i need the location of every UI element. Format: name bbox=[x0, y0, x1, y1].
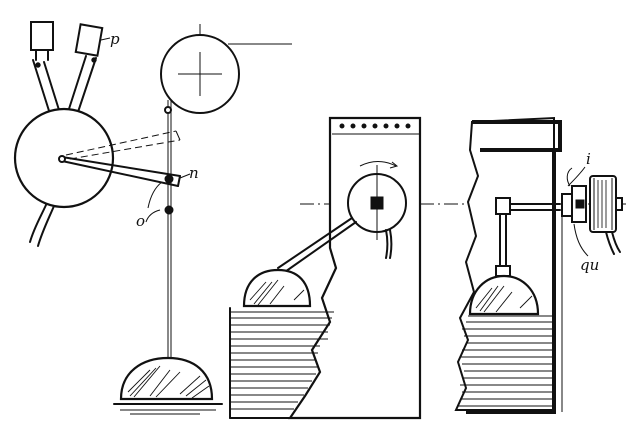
dial-cable bbox=[29, 204, 47, 243]
float-hemisphere bbox=[119, 356, 214, 401]
float-rod-figure: n o bbox=[113, 24, 292, 415]
collar-lower bbox=[164, 205, 174, 215]
label-n: n bbox=[189, 164, 199, 182]
label-p: p bbox=[110, 30, 120, 48]
gauge-qu bbox=[589, 175, 623, 255]
water-left bbox=[230, 311, 334, 410]
tank-cutaway-right: i qu bbox=[454, 116, 623, 414]
pointer-arm bbox=[58, 130, 181, 187]
tank-cutaway-left bbox=[229, 116, 422, 420]
contact-post-right bbox=[67, 23, 104, 113]
label-o: o bbox=[136, 212, 145, 230]
label-i: i bbox=[586, 150, 591, 168]
contact-post-left bbox=[30, 21, 60, 115]
tank-float-right bbox=[468, 274, 540, 316]
label-qu: qu bbox=[580, 256, 599, 274]
collar-upper bbox=[164, 174, 174, 184]
water-right bbox=[458, 315, 552, 407]
dial-figure: p bbox=[13, 21, 181, 247]
coupling-i bbox=[561, 167, 587, 223]
tank-float-left bbox=[242, 268, 312, 308]
